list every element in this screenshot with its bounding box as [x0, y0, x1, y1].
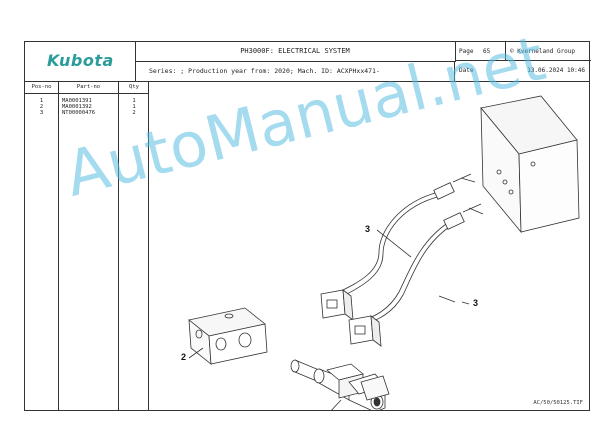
column-header-part: Part-no — [59, 82, 118, 94]
callout-2: 2 — [181, 352, 186, 362]
parts-table: Pos-no 1 2 3 Part-no MA0001391 MA0001392… — [25, 82, 149, 410]
drawing-svg: 1 2 3 3 — [181, 95, 580, 429]
series-info: Series: ; Production year from: 2020; Ma… — [135, 61, 455, 81]
logo-cell: Kubota — [25, 42, 136, 81]
valve-block — [188, 307, 268, 365]
sheet-header: Kubota PH3000F: ELECTRICAL SYSTEM Series… — [25, 42, 591, 82]
callout-3a: 3 — [365, 224, 370, 234]
cable-lower — [358, 221, 450, 323]
table-cell: MA0001392 — [62, 104, 92, 110]
callout-3b: 3 — [473, 298, 478, 308]
connector-lower — [348, 315, 382, 347]
solenoid-valve — [290, 359, 390, 413]
control-box — [480, 95, 580, 234]
page-title: PH3000F: ELECTRICAL SYSTEM — [135, 42, 456, 62]
table-cell: 3 — [39, 110, 44, 116]
table-cell: NT00000476 — [62, 110, 96, 116]
table-cell: 1 — [39, 98, 44, 104]
table-cell: 2 — [132, 110, 136, 116]
part-column: Part-no MA0001391 MA0001392 NT00000476 — [59, 82, 119, 410]
table-cell: 2 — [39, 104, 44, 110]
copyright: © Kverneland Group — [505, 42, 591, 61]
exploded-drawing: 1 2 3 3 AC/50/50125.TIF — [149, 82, 589, 429]
date-value: 13.06.2024 10:46 — [527, 67, 585, 74]
connector-upper — [320, 289, 354, 321]
column-header-pos: Pos-no — [25, 82, 58, 94]
date-label: Date — [459, 67, 474, 74]
pos-column: Pos-no 1 2 3 — [25, 82, 59, 410]
table-cell: 1 — [132, 104, 136, 110]
page-number: 65 — [483, 48, 491, 55]
column-header-qty: Qty — [119, 82, 149, 94]
page-label: Page — [456, 42, 505, 61]
qty-column: Qty 1 1 2 — [119, 82, 149, 410]
table-cell: MA0001391 — [62, 98, 92, 104]
cable-upper — [338, 191, 440, 293]
kubota-logo: Kubota — [47, 51, 114, 70]
parts-sheet: Kubota PH3000F: ELECTRICAL SYSTEM Series… — [24, 41, 591, 429]
table-cell: 1 — [132, 98, 136, 104]
drawing-code: AC/50/50125.TIF — [533, 400, 583, 406]
